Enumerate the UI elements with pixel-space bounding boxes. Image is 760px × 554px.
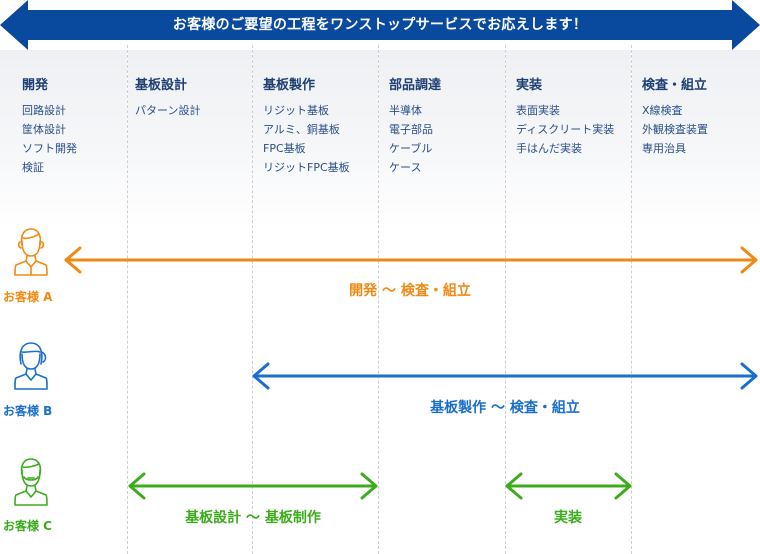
column-title-assembly: 実装 xyxy=(516,78,543,93)
customer-a-label: お客様 A xyxy=(3,290,53,304)
list-item: 外観検査装置 xyxy=(642,123,708,136)
list-item: 電子部品 xyxy=(389,123,433,136)
list-item: リジット基板 xyxy=(263,104,329,117)
list-item: X線検査 xyxy=(642,104,683,117)
range-label-customer-a: 開発 〜 検査・組立 xyxy=(349,283,471,299)
list-item: ソフト開発 xyxy=(22,142,77,155)
column-divider xyxy=(631,45,632,554)
list-item: 筐体設計 xyxy=(22,123,66,136)
user-icon xyxy=(14,228,48,276)
range-label-customer-c-design: 基板設計 〜 基板制作 xyxy=(185,510,321,526)
column-panel xyxy=(379,50,505,230)
column-items-board-fabrication: リジット基板 アルミ、銅基板 FPC基板 リジットFPC基板 xyxy=(263,101,350,177)
list-item: 半導体 xyxy=(389,104,422,117)
column-items-development: 回路設計 筐体設計 ソフト開発 検証 xyxy=(22,101,77,177)
range-arrow-customer-c-assembly xyxy=(505,472,632,500)
column-title-board-fabrication: 基板製作 xyxy=(263,78,316,93)
range-arrow-customer-b xyxy=(252,362,758,390)
column-items-inspection: X線検査 外観検査装置 専用治具 xyxy=(642,101,708,158)
list-item: ケース xyxy=(389,161,422,174)
column-divider xyxy=(252,45,253,554)
range-arrow-customer-a xyxy=(64,246,758,274)
banner-arrow xyxy=(0,0,760,50)
list-item: FPC基板 xyxy=(263,142,306,155)
range-label-customer-c-assembly: 実装 xyxy=(554,510,582,526)
list-item: 検証 xyxy=(22,161,44,174)
column-title-parts-procurement: 部品調達 xyxy=(389,78,442,93)
column-panel xyxy=(506,50,631,230)
customer-b-label: お客様 B xyxy=(3,404,53,418)
list-item: アルミ、銅基板 xyxy=(263,123,340,136)
column-panel xyxy=(128,50,252,230)
list-item: ディスクリート実装 xyxy=(516,123,615,136)
range-label-customer-b: 基板製作 〜 検査・組立 xyxy=(430,400,580,416)
user-female-icon xyxy=(14,342,48,390)
column-divider xyxy=(127,45,128,554)
column-panel xyxy=(253,50,378,230)
column-title-inspection: 検査・組立 xyxy=(642,78,708,93)
customer-c-label: お客様 C xyxy=(3,519,52,533)
list-item: 専用治具 xyxy=(642,142,686,155)
column-panel xyxy=(0,50,127,230)
list-item: 回路設計 xyxy=(22,104,66,117)
column-items-parts-procurement: 半導体 電子部品 ケーブル ケース xyxy=(389,101,433,177)
user-beard-icon xyxy=(14,458,48,506)
column-title-board-design: 基板設計 xyxy=(135,78,188,93)
list-item: 手はんだ実装 xyxy=(516,142,582,155)
column-items-board-design: パターン設計 xyxy=(135,101,200,120)
list-item: 表面実装 xyxy=(516,104,560,117)
banner-text: お客様のご要望の工程をワンストップサービスでお応えします！ xyxy=(172,17,588,33)
column-items-assembly: 表面実装 ディスクリート実装 手はんだ実装 xyxy=(516,101,614,158)
list-item: ケーブル xyxy=(389,142,433,155)
range-arrow-customer-c-design xyxy=(128,472,378,500)
list-item: パターン設計 xyxy=(135,104,201,117)
column-title-development: 開発 xyxy=(22,78,49,93)
column-divider xyxy=(505,45,506,554)
list-item: リジットFPC基板 xyxy=(263,161,350,174)
column-panel xyxy=(632,50,760,230)
column-divider xyxy=(378,45,379,554)
